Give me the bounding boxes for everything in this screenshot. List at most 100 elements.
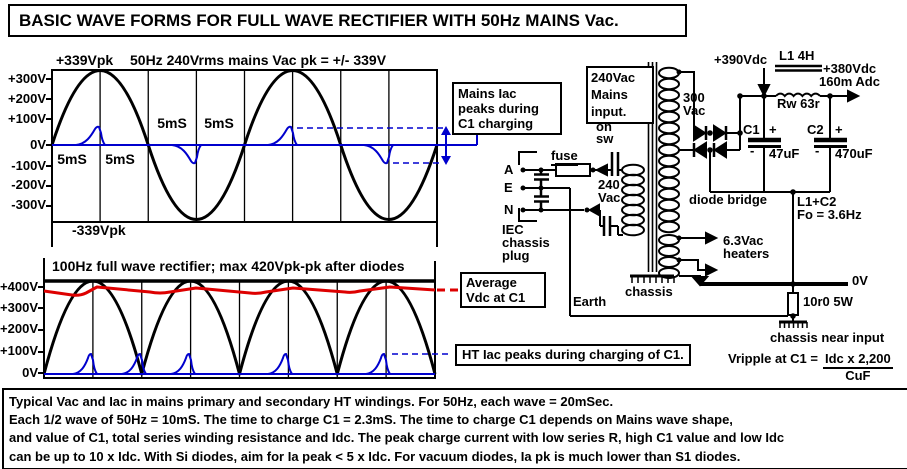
terminal-a-label: A bbox=[504, 162, 514, 177]
mains-input-box: 240Vac Mains input. bbox=[586, 66, 654, 124]
switch-label: sw bbox=[596, 131, 614, 146]
zero-v-junction bbox=[710, 191, 830, 284]
vripple-fraction: Idc x 2,200 CuF bbox=[822, 351, 893, 383]
neg-peak-label: -339Vpk bbox=[72, 222, 126, 238]
y-label: -300V bbox=[11, 197, 46, 212]
l1-label: L1 4H bbox=[779, 48, 815, 63]
top-plot bbox=[46, 69, 478, 247]
mains-iac-trace bbox=[52, 125, 478, 165]
c1-name-label: C1 bbox=[743, 122, 760, 137]
iec-label: chassis bbox=[502, 235, 550, 250]
c1-plus-label: + bbox=[769, 122, 777, 137]
bottom-plot-axis-overshoot bbox=[43, 258, 436, 281]
y-label: -200V bbox=[11, 177, 46, 192]
y-label: +300V bbox=[8, 71, 46, 86]
circuit-schematic bbox=[518, 62, 861, 328]
v390-label: +390Vdc bbox=[714, 52, 768, 67]
v390-arrow bbox=[757, 84, 771, 98]
i380-label: 160m Adc bbox=[819, 74, 880, 89]
y-label: 0V bbox=[30, 137, 46, 152]
diode-bridge-label: diode bridge bbox=[689, 192, 767, 207]
heater-arrow-2 bbox=[705, 263, 719, 277]
resistor-label: 10r0 5W bbox=[803, 294, 853, 309]
pos-peak-label: +339Vpk bbox=[56, 52, 114, 68]
junction-dots bbox=[520, 69, 833, 319]
cap-c2-symbol bbox=[814, 96, 847, 192]
vripple-formula: Vripple at C1 = Idc x 2,200 CuF bbox=[728, 351, 893, 383]
annotation-line: Average bbox=[466, 275, 517, 290]
secondary-label: 300 bbox=[683, 90, 705, 105]
top-plot-title: 50Hz 240Vrms mains Vac pk = +/- 339V bbox=[130, 52, 387, 68]
chassis-label: chassis bbox=[625, 284, 673, 299]
vripple-numerator: Idc x 2,200 bbox=[822, 351, 893, 369]
earth-label: Earth bbox=[573, 294, 607, 309]
secondary-label: Vac bbox=[683, 103, 706, 118]
chassis-near-input-label: chassis near input bbox=[770, 330, 885, 345]
average-vdc-annotation: Average Vdc at C1 bbox=[460, 272, 546, 308]
switch-label: on bbox=[596, 119, 612, 134]
annotation-line: C1 charging bbox=[458, 116, 534, 131]
cap-c1-symbol bbox=[748, 96, 781, 192]
c2-value-label: 470uF bbox=[835, 146, 873, 161]
bottom-plot-gridlines bbox=[92, 282, 387, 377]
c2-name-label: C2 bbox=[807, 122, 824, 137]
primary-winding bbox=[621, 163, 645, 237]
y-label: +400V bbox=[0, 279, 38, 294]
y-label: +100V bbox=[0, 343, 38, 358]
terminal-n-label: N bbox=[504, 202, 514, 217]
page-title: BASIC WAVE FORMS FOR FULL WAVE RECTIFIER… bbox=[8, 4, 687, 37]
mains-box-line: input. bbox=[591, 104, 627, 119]
rw-label: Rw 63r bbox=[777, 96, 820, 111]
footer-notes: Typical Vac and Iac in mains primary and… bbox=[2, 388, 907, 469]
y-label: +300V bbox=[0, 300, 38, 315]
interval-label: 5mS bbox=[105, 151, 135, 167]
fuse-label: fuse bbox=[551, 148, 578, 166]
heater-winding bbox=[658, 234, 680, 279]
output-arrow bbox=[847, 89, 861, 103]
vripple-denominator: CuF bbox=[845, 367, 871, 383]
on-switch-symbol bbox=[602, 152, 620, 236]
interval-label: 5mS bbox=[157, 115, 187, 131]
annotation-line: peaks during bbox=[458, 101, 539, 116]
primary-label: 240 bbox=[598, 177, 620, 192]
c1-minus-label: - bbox=[750, 143, 755, 158]
l1c2-fo-label: Fo = 3.6Hz bbox=[797, 207, 862, 222]
choke-l1-symbol bbox=[775, 64, 822, 98]
top-plot-axis-overshoot bbox=[51, 222, 438, 247]
mains-box-line: Mains bbox=[591, 87, 628, 102]
y-label: +200V bbox=[0, 321, 38, 336]
peak-to-peak-arrow bbox=[441, 126, 451, 165]
y-label: +200V bbox=[8, 91, 46, 106]
vripple-prefix: Vripple at C1 = bbox=[728, 351, 818, 366]
heaters-label: heaters bbox=[723, 246, 770, 261]
secondary-ht-winding bbox=[658, 66, 680, 234]
primary-label: Vac bbox=[598, 190, 621, 205]
mains-connector-arrow-a bbox=[594, 163, 608, 177]
fuse-symbol bbox=[555, 163, 591, 177]
l1c2-label: L1+C2 bbox=[797, 194, 837, 209]
bottom-plot bbox=[38, 258, 458, 379]
footer-line: can be up to 10 x Idc. With Si diodes, a… bbox=[9, 448, 741, 464]
y-label: -100V bbox=[11, 158, 46, 173]
top-plot-y-ticks bbox=[46, 78, 52, 207]
diode-bridge-symbol bbox=[692, 124, 740, 159]
interval-label: 5mS bbox=[204, 115, 234, 131]
annotation-line: Vdc at C1 bbox=[466, 290, 526, 305]
footer-line: Each 1/2 wave of 50Hz = 10mS. The time t… bbox=[9, 412, 733, 428]
chassis-near-input-ground-symbol bbox=[779, 320, 808, 328]
mains-connector-arrow-n bbox=[587, 203, 600, 217]
chassis-ground-symbol bbox=[630, 274, 675, 283]
c2-minus-label: - bbox=[815, 143, 820, 158]
mains-iac-annotation: Mains Iac peaks during C1 charging bbox=[452, 82, 562, 135]
iec-label: IEC bbox=[502, 222, 524, 237]
terminal-e-label: E bbox=[504, 180, 513, 195]
c2-plus-label: + bbox=[835, 122, 843, 137]
y-label: +100V bbox=[8, 111, 46, 126]
ht-iac-trace bbox=[44, 352, 452, 375]
average-vdc-trace bbox=[43, 285, 458, 297]
c1-value-label: 47uF bbox=[769, 146, 800, 161]
footer-line: Typical Vac and Iac in mains primary and… bbox=[9, 394, 614, 409]
heater-arrow-1 bbox=[705, 231, 719, 245]
